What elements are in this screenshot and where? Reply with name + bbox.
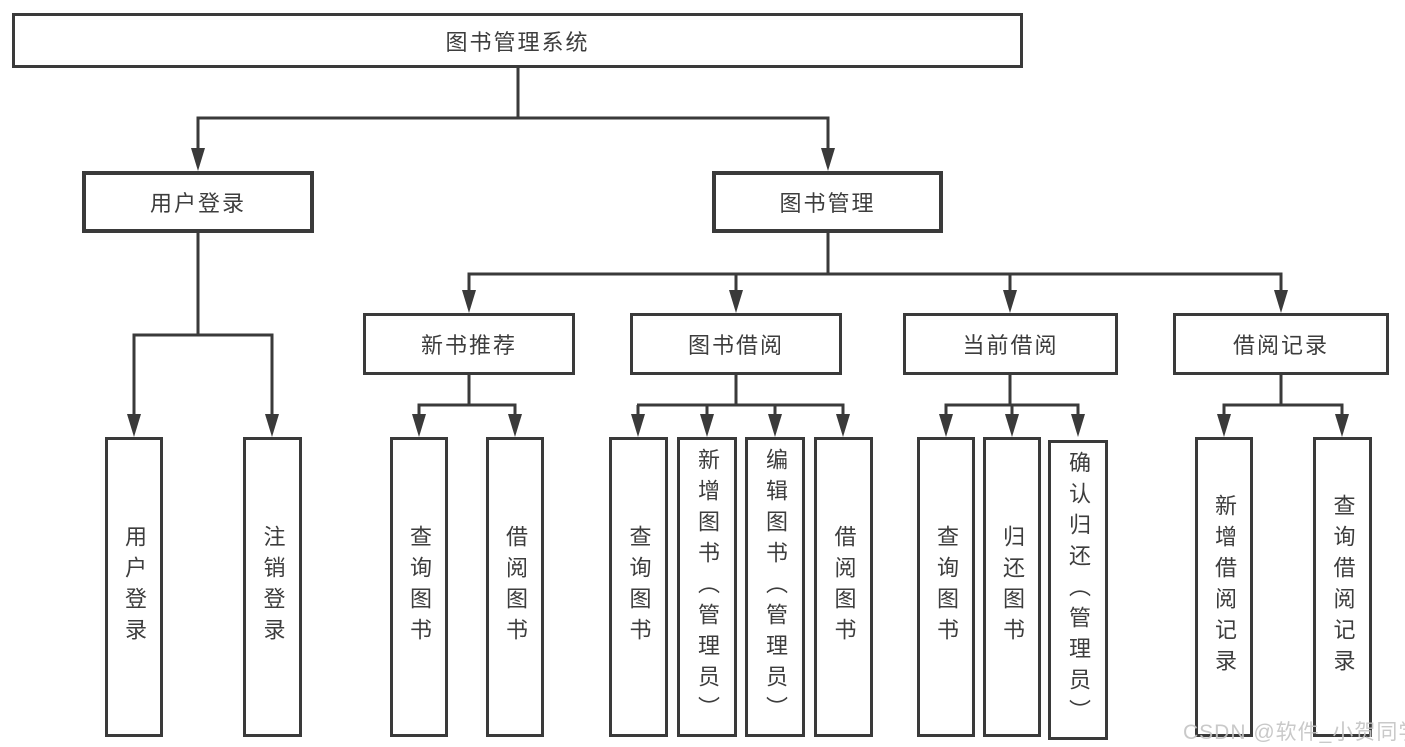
leaf-edit-book-admin: 编辑图书（管理员） bbox=[745, 437, 805, 737]
node-label: 确认归还（管理员） bbox=[1066, 450, 1091, 730]
node-label: 借阅记录 bbox=[1232, 333, 1329, 358]
leaf-query-books-recommend: 查询图书 bbox=[390, 437, 448, 737]
watermark: CSDN @软件_小贺同学 bbox=[1183, 721, 1405, 744]
leaf-user-login: 用户登录 bbox=[105, 437, 163, 737]
leaf-query-books-borrow: 查询图书 bbox=[609, 437, 668, 737]
node-label: 用户登录 bbox=[149, 191, 246, 216]
leaf-return-books: 归还图书 bbox=[983, 437, 1041, 737]
leaf-add-book-admin: 新增图书（管理员） bbox=[677, 437, 737, 737]
leaf-confirm-return-admin: 确认归还（管理员） bbox=[1048, 440, 1108, 740]
node-label: 用户登录 bbox=[122, 525, 147, 649]
leaf-query-borrow-record: 查询借阅记录 bbox=[1313, 437, 1372, 737]
node-new-book-recommend: 新书推荐 bbox=[363, 313, 575, 375]
node-label: 编辑图书（管理员） bbox=[763, 447, 788, 727]
node-current-borrow: 当前借阅 bbox=[903, 313, 1118, 375]
node-label: 当前借阅 bbox=[962, 333, 1059, 358]
node-borrow-records: 借阅记录 bbox=[1173, 313, 1389, 375]
node-label: 新书推荐 bbox=[420, 333, 517, 358]
leaf-borrow-books-recommend: 借阅图书 bbox=[486, 437, 544, 737]
node-label: 归还图书 bbox=[1000, 525, 1025, 649]
node-label: 查询借阅记录 bbox=[1330, 494, 1356, 680]
node-book-management: 图书管理 bbox=[712, 171, 943, 233]
node-user-login-branch: 用户登录 bbox=[82, 171, 314, 233]
node-label: 注销登录 bbox=[260, 525, 286, 649]
node-label: 新增借阅记录 bbox=[1212, 494, 1237, 680]
node-label: 查询图书 bbox=[626, 525, 652, 649]
node-label: 查询图书 bbox=[407, 525, 432, 649]
node-label: 图书借阅 bbox=[687, 333, 784, 358]
node-root: 图书管理系统 bbox=[12, 13, 1023, 68]
leaf-logout: 注销登录 bbox=[243, 437, 302, 737]
node-label: 图书管理系统 bbox=[445, 29, 590, 55]
node-label: 查询图书 bbox=[934, 525, 959, 649]
node-label: 借阅图书 bbox=[831, 525, 857, 649]
leaf-query-books-current: 查询图书 bbox=[917, 437, 975, 737]
node-label: 图书管理 bbox=[779, 191, 876, 216]
leaf-borrow-books: 借阅图书 bbox=[814, 437, 873, 737]
node-book-borrow: 图书借阅 bbox=[630, 313, 842, 375]
node-label: 借阅图书 bbox=[503, 525, 528, 649]
leaf-add-borrow-record: 新增借阅记录 bbox=[1195, 437, 1253, 737]
node-label: 新增图书（管理员） bbox=[695, 447, 720, 727]
arrowheads bbox=[127, 148, 1349, 437]
